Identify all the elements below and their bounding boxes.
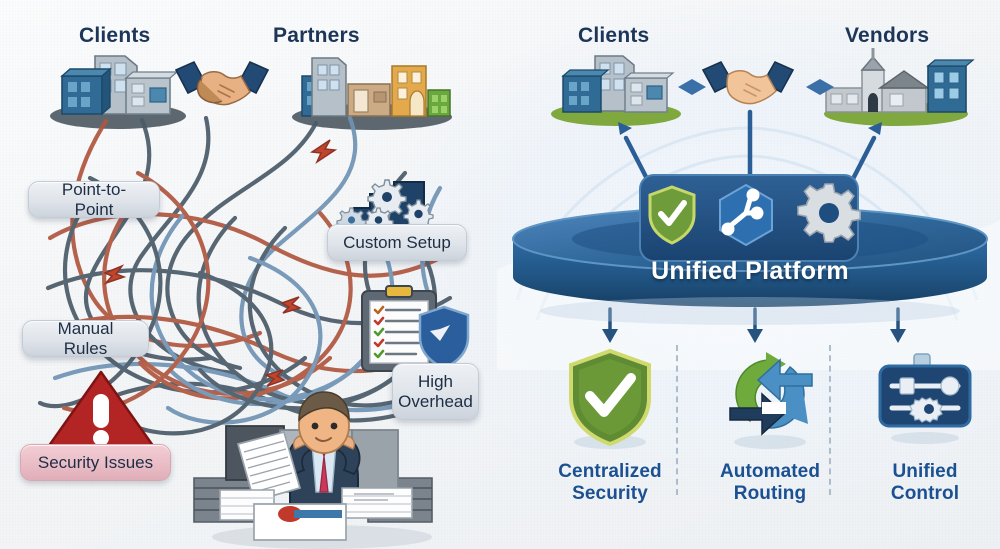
clipboard-checklist-icon xyxy=(361,285,470,372)
feature-label: Unified Control xyxy=(845,461,1000,506)
tag-label: Point-to-Point xyxy=(61,179,127,219)
shield-check-icon xyxy=(648,185,696,245)
feature-icon xyxy=(690,345,850,451)
feature-label-line1: Unified xyxy=(892,461,958,482)
double-arrow-icon xyxy=(678,79,834,95)
feature-label: Automated Routing xyxy=(690,461,850,506)
tag-high-overhead: High Overhead xyxy=(392,363,479,420)
tag-label-line1: High xyxy=(418,371,453,391)
feature-label-line1: Centralized xyxy=(558,461,662,482)
tag-point-to-point: Point-to-Point xyxy=(28,179,160,219)
feature-icon xyxy=(530,345,690,451)
feature-label-line2: Security xyxy=(572,483,648,505)
tag-manual-rules: Manual Rules xyxy=(22,318,149,358)
gear-icon xyxy=(797,183,861,243)
shield-icon xyxy=(418,305,470,370)
shield-check-icon xyxy=(569,348,651,449)
unified-platform-group: Unified Platform xyxy=(512,174,988,325)
control-panel-sliders-icon xyxy=(878,353,972,444)
handshake-icon xyxy=(701,60,795,105)
handshake-icon xyxy=(174,60,270,106)
feature-automated-routing: Automated Routing xyxy=(690,345,850,506)
tag-security-issues: Security Issues xyxy=(20,444,171,481)
tag-label: Manual Rules xyxy=(57,318,114,358)
tag-custom-setup: Custom Setup xyxy=(327,224,467,261)
tag-label-line2: Overhead xyxy=(398,391,473,411)
heading-clients-right: Clients xyxy=(578,24,650,47)
tag-label: Security Issues xyxy=(37,452,154,472)
feature-label-line2: Routing xyxy=(733,483,807,505)
platform-title: Unified Platform xyxy=(651,257,849,285)
feature-label-line1: Automated xyxy=(719,461,821,482)
stressed-office-worker-icon xyxy=(193,391,433,549)
heading-clients-left: Clients xyxy=(79,24,151,47)
feature-unified-control: Unified Control xyxy=(845,345,1000,506)
town-buildings-icon xyxy=(824,48,975,126)
heading-vendors: Vendors xyxy=(845,24,930,47)
feature-label: Centralized Security xyxy=(530,461,690,506)
feature-icon xyxy=(845,345,1000,451)
left-panel-chaos: Clients Partners xyxy=(0,0,497,549)
feature-separator xyxy=(829,345,831,495)
feature-centralized-security: Centralized Security xyxy=(530,345,690,506)
heading-partners: Partners xyxy=(273,24,360,47)
office-buildings-icon xyxy=(50,55,186,129)
feature-label-line2: Control xyxy=(890,483,960,505)
tag-label: Custom Setup xyxy=(343,232,451,252)
warning-triangle-icon xyxy=(43,370,159,456)
network-hexagon-icon xyxy=(719,183,773,247)
mixed-buildings-icon xyxy=(292,57,452,130)
office-buildings-icon xyxy=(551,55,681,126)
circular-arrows-icon xyxy=(729,352,813,449)
feature-down-arrows xyxy=(602,307,906,343)
feature-separator xyxy=(676,345,678,495)
